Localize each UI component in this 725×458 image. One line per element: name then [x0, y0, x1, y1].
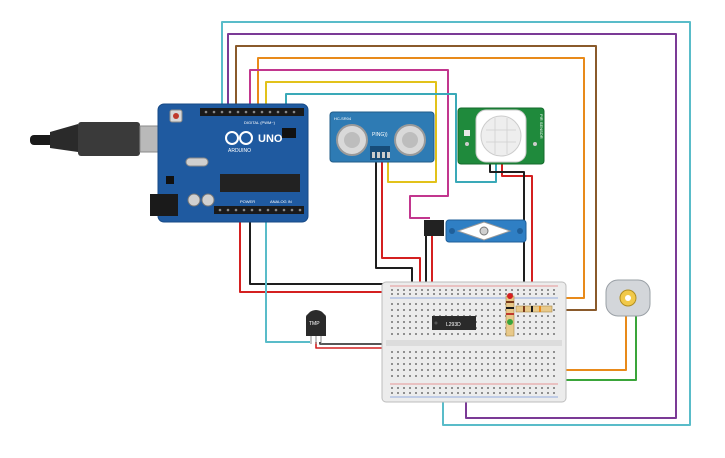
usb-cable — [30, 122, 163, 156]
wire-red-us[interactable] — [381, 162, 421, 300]
pir-dome — [480, 115, 522, 157]
led-green — [507, 319, 513, 325]
tmp-label: TMP — [309, 321, 320, 327]
wire-black-gnd[interactable] — [249, 214, 398, 285]
wire-black-tmp[interactable] — [319, 342, 410, 345]
ultrasonic-sensor[interactable]: HC-SR04 PING)) — [329, 111, 435, 163]
wire-teal[interactable] — [285, 93, 497, 183]
motor-driver-ic[interactable]: L293D — [432, 316, 476, 330]
arduino-logo: UNO ARDUINO — [225, 131, 283, 154]
pir-label: PIR SENSOR — [539, 114, 544, 139]
wire-brown[interactable] — [235, 45, 597, 311]
wire-yellow[interactable] — [265, 81, 437, 183]
breadboard[interactable] — [381, 281, 567, 403]
servo-motor[interactable] — [424, 219, 527, 243]
arduino-uno-board[interactable]: UNO ARDUINO DIGITAL (PWM~) POWER ANALOG … — [150, 103, 309, 223]
atmega-chip — [220, 174, 300, 192]
wire-purple[interactable] — [227, 33, 677, 419]
ic-label: L293D — [446, 322, 461, 328]
servo-shaft — [479, 226, 489, 236]
dc-motor[interactable] — [605, 279, 651, 317]
ultrasonic-title: HC-SR04 — [334, 116, 352, 121]
brand-label: ARDUINO — [228, 148, 251, 154]
temperature-sensor[interactable]: TMP — [306, 310, 326, 344]
wire-magenta[interactable] — [249, 69, 449, 219]
wire-orange[interactable] — [257, 57, 585, 299]
wire-red-pir[interactable] — [501, 164, 533, 298]
resistor-group[interactable] — [505, 293, 553, 337]
digital-pins-label: DIGITAL (PWM~) — [244, 120, 276, 125]
power-pins-label: POWER — [240, 199, 255, 204]
wire-red-power[interactable] — [239, 214, 388, 293]
wire-cyan-outer[interactable] — [221, 21, 691, 426]
board-model-label: UNO — [258, 133, 283, 145]
led-red — [507, 293, 513, 299]
wire-cyan-analog[interactable] — [265, 214, 310, 343]
analog-pins-label: ANALOG IN — [270, 199, 292, 204]
ultrasonic-model: PING)) — [372, 132, 388, 138]
pir-sensor[interactable]: PIR SENSOR — [457, 107, 545, 165]
